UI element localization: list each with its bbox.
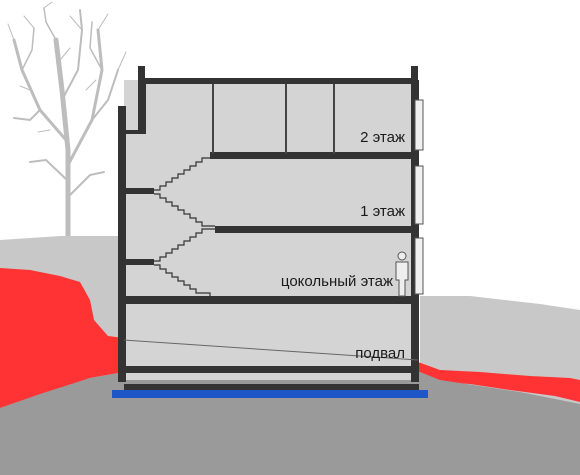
label-second-floor: 2 этаж: [360, 129, 405, 146]
waterproofing-layer: [112, 390, 428, 398]
left-wall-lower: [118, 106, 126, 382]
partition-2: [285, 84, 287, 154]
window-first-floor: [414, 165, 424, 225]
left-wall-step: [118, 130, 146, 134]
label-first-floor: 1 этаж: [360, 203, 405, 220]
roof-parapet-right: [411, 66, 418, 82]
label-basement: подвал: [355, 345, 405, 362]
right-wall: [411, 80, 419, 382]
window-second-floor: [414, 99, 424, 151]
red-fill-left: [0, 268, 124, 408]
slab-basement-floor: [124, 366, 419, 373]
landing-upper: [124, 188, 154, 194]
person-icon: [395, 251, 409, 297]
slab-ground-floor: [124, 296, 419, 304]
left-wall-upper: [138, 80, 146, 132]
landing-lower: [124, 259, 154, 265]
partition-3: [333, 84, 335, 154]
red-fill-right: [418, 362, 580, 402]
staircase: [154, 157, 215, 296]
partition-1: [212, 84, 214, 154]
tree-icon: [7, 1, 127, 243]
ground-level-line: [123, 339, 419, 361]
slab-first-floor: [215, 226, 412, 233]
window-ground-floor: [414, 237, 424, 295]
label-ground-floor: цокольный этаж: [281, 273, 393, 290]
foundation-slab: [124, 384, 419, 390]
roof-slab: [138, 78, 418, 84]
slab-second-floor: [210, 152, 412, 159]
roof-parapet-left: [138, 66, 145, 82]
